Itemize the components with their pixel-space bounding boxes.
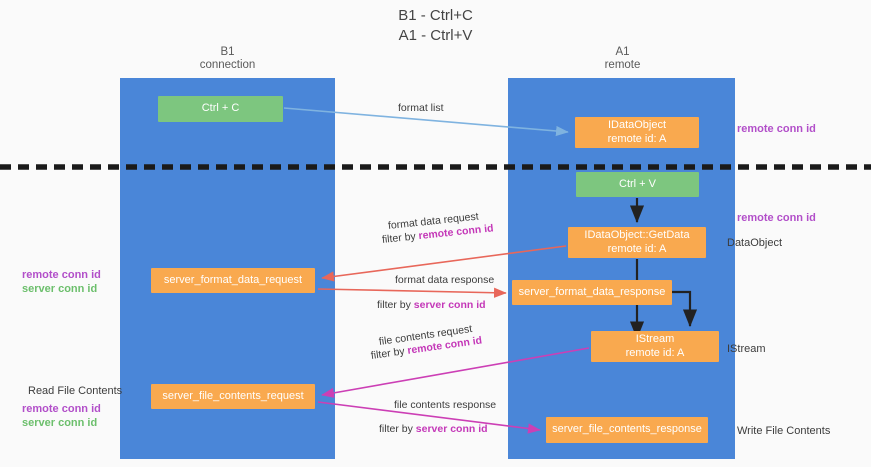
filter-prefix: filter by [370,344,409,362]
box-istream-subtitle: remote id: A [625,346,685,359]
column-header-a1: A1 remote [540,46,705,72]
title-line-2: A1 - Ctrl+V [398,27,473,44]
phase-divider [0,157,871,170]
box-server-file-contents-response-label: server_file_contents_response [552,423,702,436]
side-label-conn-ids-lower: remote conn id server conn id [22,402,101,430]
side-label-server-conn-id-2: server conn id [22,417,98,429]
column-header-b1-name: B1 [220,46,235,58]
filter-prefix: filter by [381,230,420,246]
box-istream[interactable]: IStream remote id: A [591,331,719,362]
title-line-1: B1 - Ctrl+C [398,7,473,24]
box-server-format-data-request-label: server_format_data_request [163,273,303,286]
label-format-list: format list [398,102,444,114]
side-label-read-file-contents: Read File Contents [28,385,123,397]
label-file-contents-response: file contents response [394,399,497,411]
box-idataobject-title: IDataObject [607,119,667,131]
box-getdata-subtitle: remote id: A [607,242,667,255]
box-server-file-contents-request[interactable]: server_file_contents_request [151,384,315,409]
filter-prefix: filter by [379,423,416,435]
box-server-file-contents-request-label: server_file_contents_request [162,389,304,402]
column-header-a1-name: A1 [615,46,630,58]
page-title: B1 - Ctrl+C A1 - Ctrl+V [0,6,871,46]
box-idataobject-getdata[interactable]: IDataObject::GetData remote id: A [568,227,706,258]
box-idataobject[interactable]: IDataObject remote id: A [575,117,699,148]
box-getdata-title: IDataObject::GetData [584,229,690,241]
box-server-file-contents-response[interactable]: server_file_contents_response [546,417,708,443]
box-ctrl-v-label: Ctrl + V [619,177,656,190]
filter-key-server-conn-id: server conn id [415,423,488,435]
side-label-write-file-contents: Write File Contents [737,425,831,437]
arrow-format-data-response [317,287,507,298]
side-label-conn-ids-upper: remote conn id server conn id [22,268,101,296]
box-ctrl-c[interactable]: Ctrl + C [158,96,283,122]
column-header-b1: B1 connection [145,46,310,72]
label-file-contents-response-filter: filter by server conn id [379,422,488,436]
column-header-a1-sub: remote [604,59,641,71]
side-label-remote-conn-id-top: remote conn id [737,123,816,135]
side-label-remote-conn-id: remote conn id [22,269,101,281]
filter-key-server-conn-id: server conn id [413,299,486,311]
box-ctrl-v[interactable]: Ctrl + V [576,172,699,197]
box-ctrl-c-label: Ctrl + C [201,102,240,115]
box-istream-title: IStream [635,333,675,345]
side-label-remote-conn-id-mid: remote conn id [737,212,816,224]
label-format-data-response-filter: filter by server conn id [377,298,486,312]
side-label-istream: IStream [727,343,766,355]
box-server-format-data-response-label: server_format_data_response [518,285,666,298]
box-server-format-data-request[interactable]: server_format_data_request [151,268,315,293]
side-label-server-conn-id: server conn id [22,283,98,295]
side-label-dataobject: DataObject [727,237,783,249]
label-format-data-response: format data response [395,274,495,286]
side-label-remote-conn-id-2: remote conn id [22,403,101,415]
column-header-b1-sub: connection [199,59,256,71]
box-server-format-data-response[interactable]: server_format_data_response [512,280,672,305]
filter-prefix: filter by [377,299,414,311]
box-idataobject-subtitle: remote id: A [607,132,667,145]
